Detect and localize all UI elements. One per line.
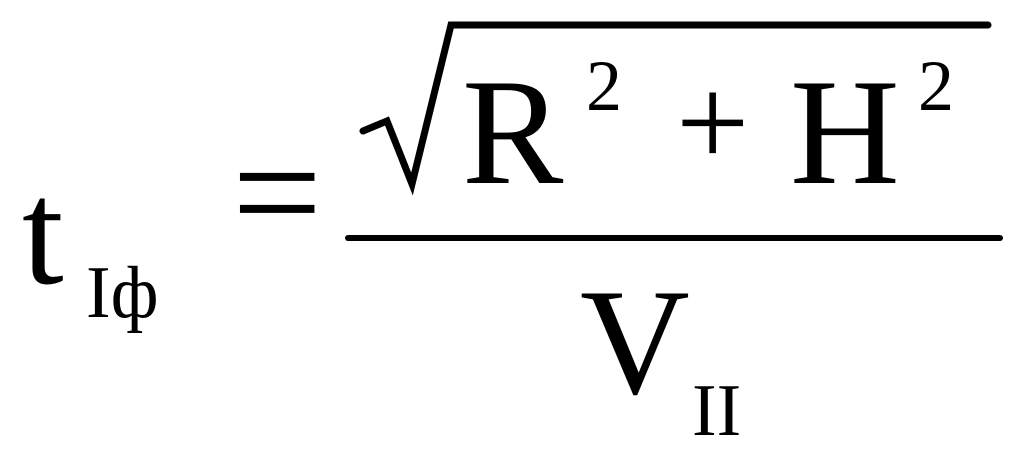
denominator-v: V: [580, 258, 690, 426]
lhs-variable: t: [22, 150, 64, 316]
numerator-h: H: [790, 48, 900, 216]
equals-sign: =: [232, 103, 323, 281]
radical-sign: [359, 21, 992, 196]
denominator-subscript: II: [692, 370, 742, 452]
numerator-r-exponent: 2: [586, 46, 622, 126]
lhs-subscript: Iф: [86, 252, 159, 334]
numerator-h-exponent: 2: [918, 46, 954, 126]
plus-sign: +: [676, 51, 750, 195]
numerator-r: R: [462, 48, 564, 216]
